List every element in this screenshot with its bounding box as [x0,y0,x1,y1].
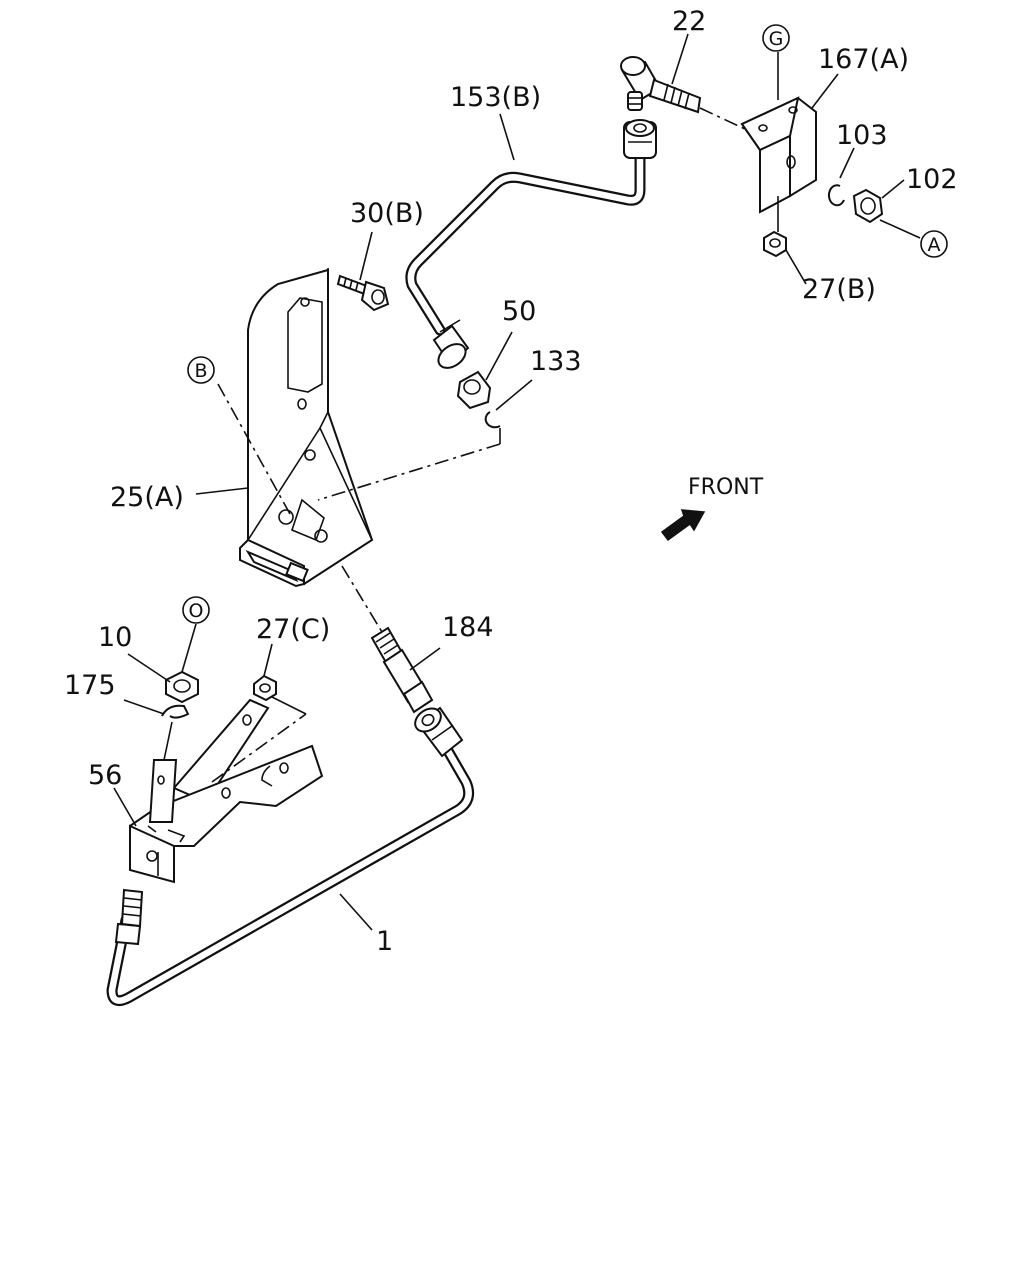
callout-102: 102 [906,164,958,195]
center-line-184 [341,565,383,633]
callout-175: 175 [64,670,116,701]
callout-22: 22 [672,6,706,37]
leader-27c-tail [265,693,307,715]
callout-56: 56 [88,760,122,791]
callout-10: 10 [98,622,132,653]
front-arrow-icon [660,509,706,542]
circle-marker-b: B [187,356,215,384]
callout-27c: 27(C) [256,614,330,645]
callout-133: 133 [530,346,582,377]
flare-nut-pipe1-top [414,706,464,758]
brake-pipe-153b[interactable] [405,152,646,336]
circle-marker-o: O [182,596,210,624]
part-103-clip[interactable] [827,184,845,207]
part-30b-bolt[interactable] [336,274,390,312]
fitting-pipe1-left [114,888,144,946]
part-50-washer[interactable] [456,370,492,410]
part-27b-nut[interactable] [763,230,787,258]
part-175-clip[interactable] [161,704,190,719]
svg-text:G: G [769,28,784,50]
part-133-clip[interactable] [484,411,501,429]
callout-labels: 22 167(A) 153(B) 103 102 30(B) 27(B) 50 … [64,6,958,957]
circle-marker-g: G [762,24,790,52]
center-line-27c [211,713,307,783]
part-102-nut[interactable] [852,188,884,224]
svg-text:B: B [194,360,207,382]
part-184-fitting[interactable] [370,626,434,714]
callout-167a: 167(A) [818,44,909,75]
flare-nut-lower [432,319,470,369]
bracket-25a[interactable] [239,268,374,588]
brake-pipe-1[interactable] [106,738,475,1007]
leader-lines [113,33,921,931]
callout-184: 184 [442,612,494,643]
flare-nut-upper [623,119,657,159]
front-label: FRONT [688,475,764,500]
part-22-fitting[interactable] [620,56,702,114]
bracket-167a[interactable] [740,96,817,214]
leader-10-down [163,721,173,761]
circle-marker-a: A [920,230,948,258]
center-line-b [217,383,291,515]
callout-25a: 25(A) [110,482,184,513]
callout-1: 1 [376,926,393,957]
callout-27b: 27(B) [802,274,876,305]
front-indicator: FRONT [660,475,764,542]
bracket-56[interactable] [129,698,324,884]
part-10-nut[interactable] [165,670,199,704]
callout-153b: 153(B) [450,82,541,113]
callout-103: 103 [836,120,888,151]
callout-50: 50 [502,296,536,327]
part-27c-nut[interactable] [253,674,277,702]
svg-text:O: O [189,600,204,622]
svg-text:A: A [928,234,941,256]
callout-30b: 30(B) [350,198,424,229]
center-line-133 [317,443,501,501]
